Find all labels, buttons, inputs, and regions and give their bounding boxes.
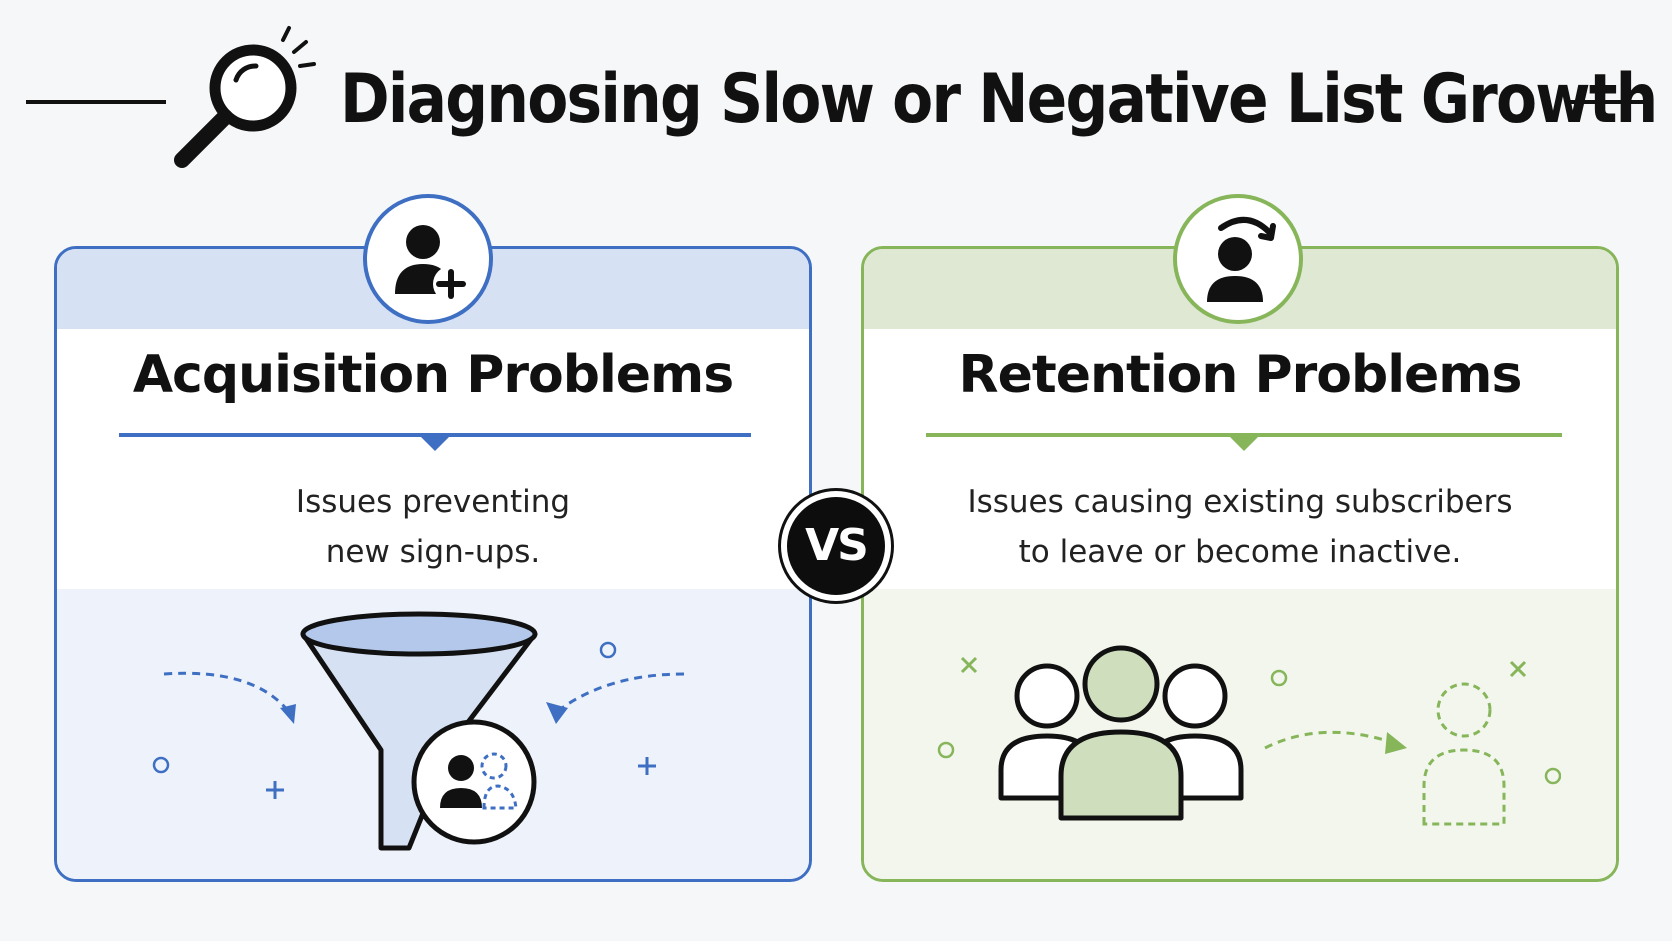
leaving-ghost-head (1436, 682, 1492, 738)
group-user-right-head (1162, 663, 1228, 729)
user-group-icon (1014, 663, 1080, 729)
page-title: Diagnosing Slow or Negative List Growth (340, 60, 1658, 139)
sparkle-circle (1544, 767, 1561, 785)
sparkle-circle (152, 756, 170, 774)
retention-illustration-band (864, 589, 1616, 879)
title-decoration (26, 100, 1652, 104)
retention-panel: Retention Problems Issues causing existi… (861, 246, 1619, 882)
retention-badge (1173, 194, 1303, 324)
magnifying-glass-icon (174, 26, 316, 168)
title-row (0, 40, 1672, 170)
acquisition-badge (363, 194, 493, 324)
vs-badge: VS (778, 488, 894, 604)
funnel-rim (300, 611, 538, 657)
arrow-in-right (553, 672, 685, 716)
sparkle-x (960, 656, 978, 674)
user-plus-icon (395, 225, 469, 302)
acquisition-desc-line1: Issues preventing (295, 484, 571, 520)
retention-desc-line2: to leave or become inactive. (1018, 534, 1462, 570)
funnel-ghost-head (480, 752, 508, 780)
group-illustration (937, 645, 1561, 826)
sparkle-x (1509, 660, 1527, 678)
acquisition-description: Issues preventing new sign-ups. (57, 477, 809, 577)
vs-label: VS (787, 497, 885, 595)
acquisition-desc-line2: new sign-ups. (325, 534, 541, 570)
user-refresh-icon (1207, 217, 1276, 302)
group-user-front-head (1082, 645, 1160, 723)
retention-desc-line1: Issues causing existing subscribers (967, 484, 1513, 520)
arrow-in-right-head (546, 702, 568, 724)
acquisition-title: Acquisition Problems (132, 345, 734, 405)
acquisition-rule-pointer (419, 435, 451, 451)
sparkle-circle (599, 641, 617, 659)
leaving-ghost-body (1422, 748, 1506, 826)
retention-rule-pointer (1228, 435, 1260, 451)
funnel-user-circle (411, 719, 537, 845)
funnel-illustration (152, 611, 685, 851)
sparkle-plus (266, 781, 284, 799)
group-user-front-body (1058, 729, 1184, 821)
arrow-leaving (1264, 730, 1392, 750)
retention-title: Retention Problems (958, 345, 1523, 405)
sparkle-plus (638, 757, 656, 775)
arrow-leaving-head (1385, 732, 1407, 754)
funnel-user-body (440, 788, 482, 808)
retention-description: Issues causing existing subscribers to l… (864, 477, 1616, 577)
arrow-in-left-head (280, 704, 296, 724)
sparkle-circle (937, 741, 955, 759)
funnel-ghost-body (482, 784, 518, 810)
arrow-in-left (163, 671, 291, 713)
funnel-user-head (448, 755, 474, 781)
sparkle-circle (1270, 669, 1288, 687)
